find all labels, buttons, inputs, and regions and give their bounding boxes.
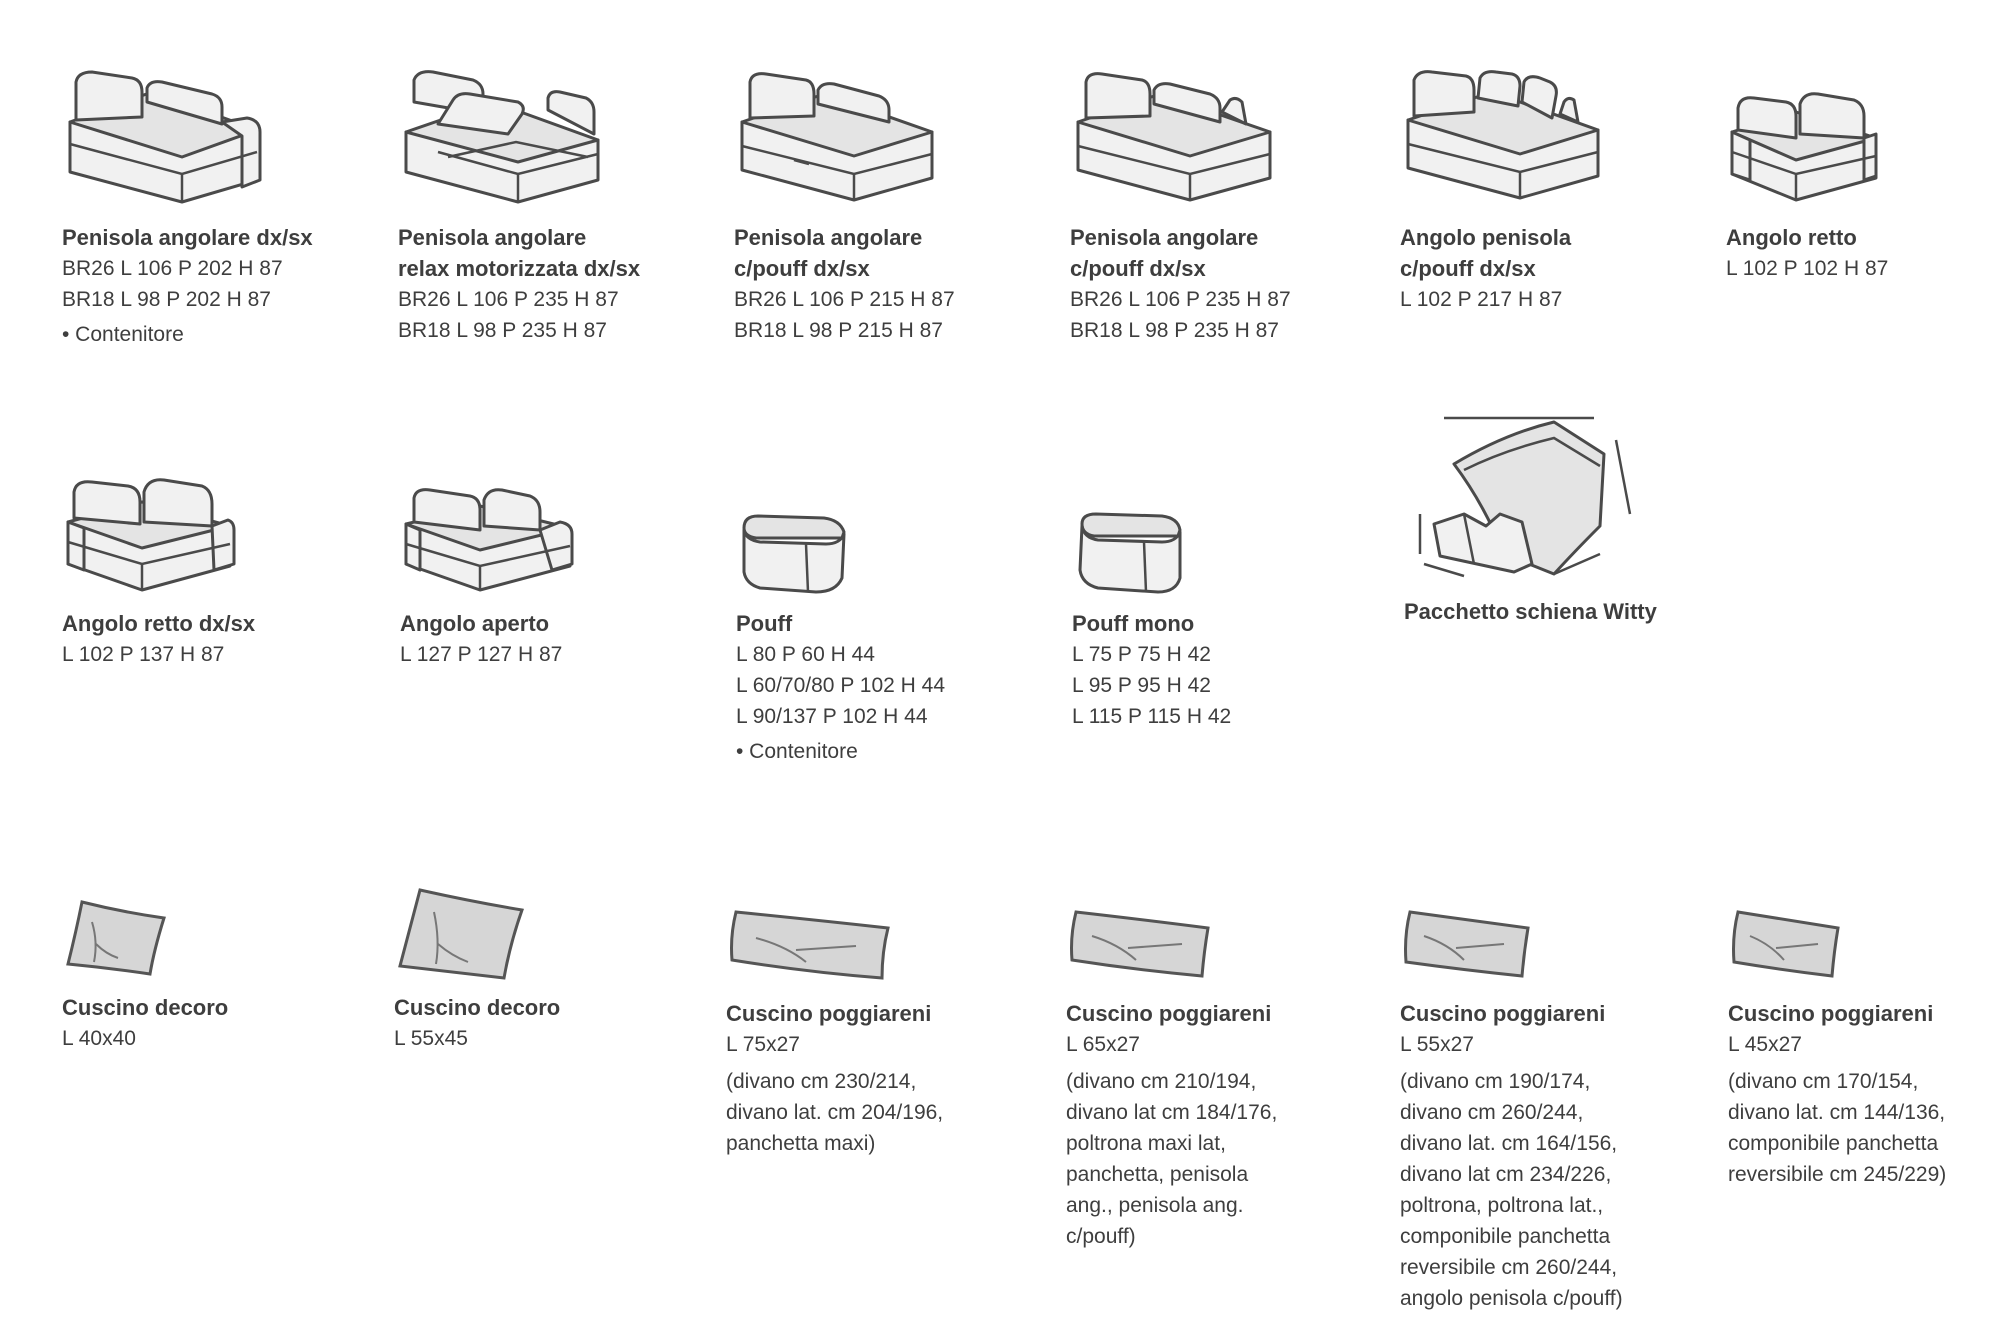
product-spec: L 115 P 115 H 42 xyxy=(1072,705,1232,728)
product-angolo-penisola: Angolo penisola c/pouff dx/sx L 102 P 21… xyxy=(1400,62,1730,315)
sofa-corner-chaise-icon xyxy=(1406,70,1600,200)
product-spec: BR26 L 106 P 235 H 87 xyxy=(398,288,619,311)
product-spec: BR18 L 98 P 235 H 87 xyxy=(398,319,607,342)
product-angolo-aperto: Angolo aperto L 127 P 127 H 87 xyxy=(400,478,730,670)
product-spec: L 60/70/80 P 102 H 44 xyxy=(736,674,946,697)
product-spec: L 55x27 xyxy=(1400,1033,1474,1056)
product-spec: L 102 P 137 H 87 xyxy=(62,643,225,666)
lumbar-cushion-icon xyxy=(1404,910,1530,978)
product-cuscino-poggiareni-55: Cuscino poggiareni L 55x27 (divano cm 19… xyxy=(1400,908,1730,1314)
sofa-corner-icon xyxy=(1730,92,1878,202)
product-spec: L 45x27 xyxy=(1728,1033,1802,1056)
lumbar-cushion-icon xyxy=(730,910,890,980)
product-title: Pouff xyxy=(736,611,793,636)
product-title: Penisola angolare relax motorizzata dx/s… xyxy=(398,225,641,281)
product-cuscino-decoro-55: Cuscino decoro L 55x45 xyxy=(394,882,724,1054)
product-spec: L 40x40 xyxy=(62,1027,136,1050)
product-spec: L 75 P 75 H 42 xyxy=(1072,643,1211,666)
product-angolo-retto-dxsx: Angolo retto dx/sx L 102 P 137 H 87 xyxy=(62,468,392,670)
product-cuscino-poggiareni-75: Cuscino poggiareni L 75x27 (divano cm 23… xyxy=(726,908,1056,1159)
product-pouff: Pouff L 80 P 60 H 44 L 60/70/80 P 102 H … xyxy=(736,508,1066,767)
product-pouff-mono: Pouff mono L 75 P 75 H 42 L 95 P 95 H 42… xyxy=(1072,508,1402,732)
product-note: (divano cm 210/194, divano lat cm 184/17… xyxy=(1066,1070,1278,1248)
product-penisola-angolare: Penisola angolare dx/sx BR26 L 106 P 202… xyxy=(62,62,392,350)
product-spec: L 80 P 60 H 44 xyxy=(736,643,875,666)
lumbar-cushion-icon xyxy=(1070,910,1210,978)
product-note: (divano cm 230/214, divano lat. cm 204/1… xyxy=(726,1070,944,1155)
sofa-chaise-icon xyxy=(68,70,262,204)
product-feature: • Contenitore xyxy=(736,740,858,763)
product-spec: L 75x27 xyxy=(726,1033,800,1056)
product-pacchetto-schiena: Pacchetto schiena Witty xyxy=(1404,414,1734,627)
product-title: Angolo penisola c/pouff dx/sx xyxy=(1400,225,1572,281)
product-cuscino-decoro-40: Cuscino decoro L 40x40 xyxy=(62,892,392,1054)
product-spec: L 102 P 102 H 87 xyxy=(1726,257,1889,280)
product-spec: BR18 L 98 P 215 H 87 xyxy=(734,319,943,342)
pouff-mono-icon xyxy=(1078,512,1182,594)
product-cuscino-poggiareni-45: Cuscino poggiareni L 45x27 (divano cm 17… xyxy=(1728,908,2000,1190)
product-note: (divano cm 190/174, divano cm 260/244, d… xyxy=(1400,1070,1623,1310)
sofa-chaise-pouff-icon xyxy=(740,72,934,202)
product-title: Angolo retto dx/sx xyxy=(62,611,256,636)
product-penisola-pouff-2: Penisola angolare c/pouff dx/sx BR26 L 1… xyxy=(1070,62,1400,346)
backrest-cushion-icon xyxy=(1418,416,1632,578)
product-penisola-pouff-1: Penisola angolare c/pouff dx/sx BR26 L 1… xyxy=(734,62,1064,346)
product-spec: BR26 L 106 P 215 H 87 xyxy=(734,288,955,311)
product-title: Cuscino poggiareni xyxy=(1728,1001,1934,1026)
cushion-icon xyxy=(66,900,166,976)
product-spec: L 127 P 127 H 87 xyxy=(400,643,563,666)
product-title: Penisola angolare c/pouff dx/sx xyxy=(734,225,923,281)
sofa-chaise-pouff-icon xyxy=(1076,72,1272,202)
product-title: Pouff mono xyxy=(1072,611,1195,636)
product-penisola-relax: Penisola angolare relax motorizzata dx/s… xyxy=(398,62,728,346)
product-angolo-retto: Angolo retto L 102 P 102 H 87 xyxy=(1726,82,2000,284)
product-note: (divano cm 170/154, divano lat. cm 144/1… xyxy=(1728,1070,1947,1186)
product-title: Angolo aperto xyxy=(400,611,550,636)
product-spec: BR18 L 98 P 202 H 87 xyxy=(62,288,271,311)
product-spec: L 55x45 xyxy=(394,1027,468,1050)
product-spec: L 65x27 xyxy=(1066,1033,1140,1056)
product-spec: L 102 P 217 H 87 xyxy=(1400,288,1563,311)
product-spec: BR26 L 106 P 235 H 87 xyxy=(1070,288,1291,311)
product-title: Cuscino decoro xyxy=(394,995,561,1020)
cushion-icon xyxy=(398,888,525,980)
product-spec: BR26 L 106 P 202 H 87 xyxy=(62,257,283,280)
product-title: Pacchetto schiena Witty xyxy=(1404,599,1657,624)
product-title: Cuscino poggiareni xyxy=(1066,1001,1272,1026)
sofa-recliner-icon xyxy=(404,70,600,204)
product-spec: BR18 L 98 P 235 H 87 xyxy=(1070,319,1279,342)
pouff-icon xyxy=(742,514,846,594)
product-feature: • Contenitore xyxy=(62,323,184,346)
product-title: Angolo retto xyxy=(1726,225,1857,250)
product-title: Cuscino poggiareni xyxy=(726,1001,932,1026)
product-title: Penisola angolare dx/sx xyxy=(62,225,313,250)
product-title: Cuscino poggiareni xyxy=(1400,1001,1606,1026)
lumbar-cushion-icon xyxy=(1732,910,1840,978)
product-title: Cuscino decoro xyxy=(62,995,229,1020)
sofa-corner-icon xyxy=(66,478,236,592)
sofa-open-corner-icon xyxy=(404,488,574,592)
product-spec: L 90/137 P 102 H 44 xyxy=(736,705,928,728)
product-title: Penisola angolare c/pouff dx/sx xyxy=(1070,225,1259,281)
product-spec: L 95 P 95 H 42 xyxy=(1072,674,1211,697)
product-cuscino-poggiareni-65: Cuscino poggiareni L 65x27 (divano cm 21… xyxy=(1066,908,1396,1252)
